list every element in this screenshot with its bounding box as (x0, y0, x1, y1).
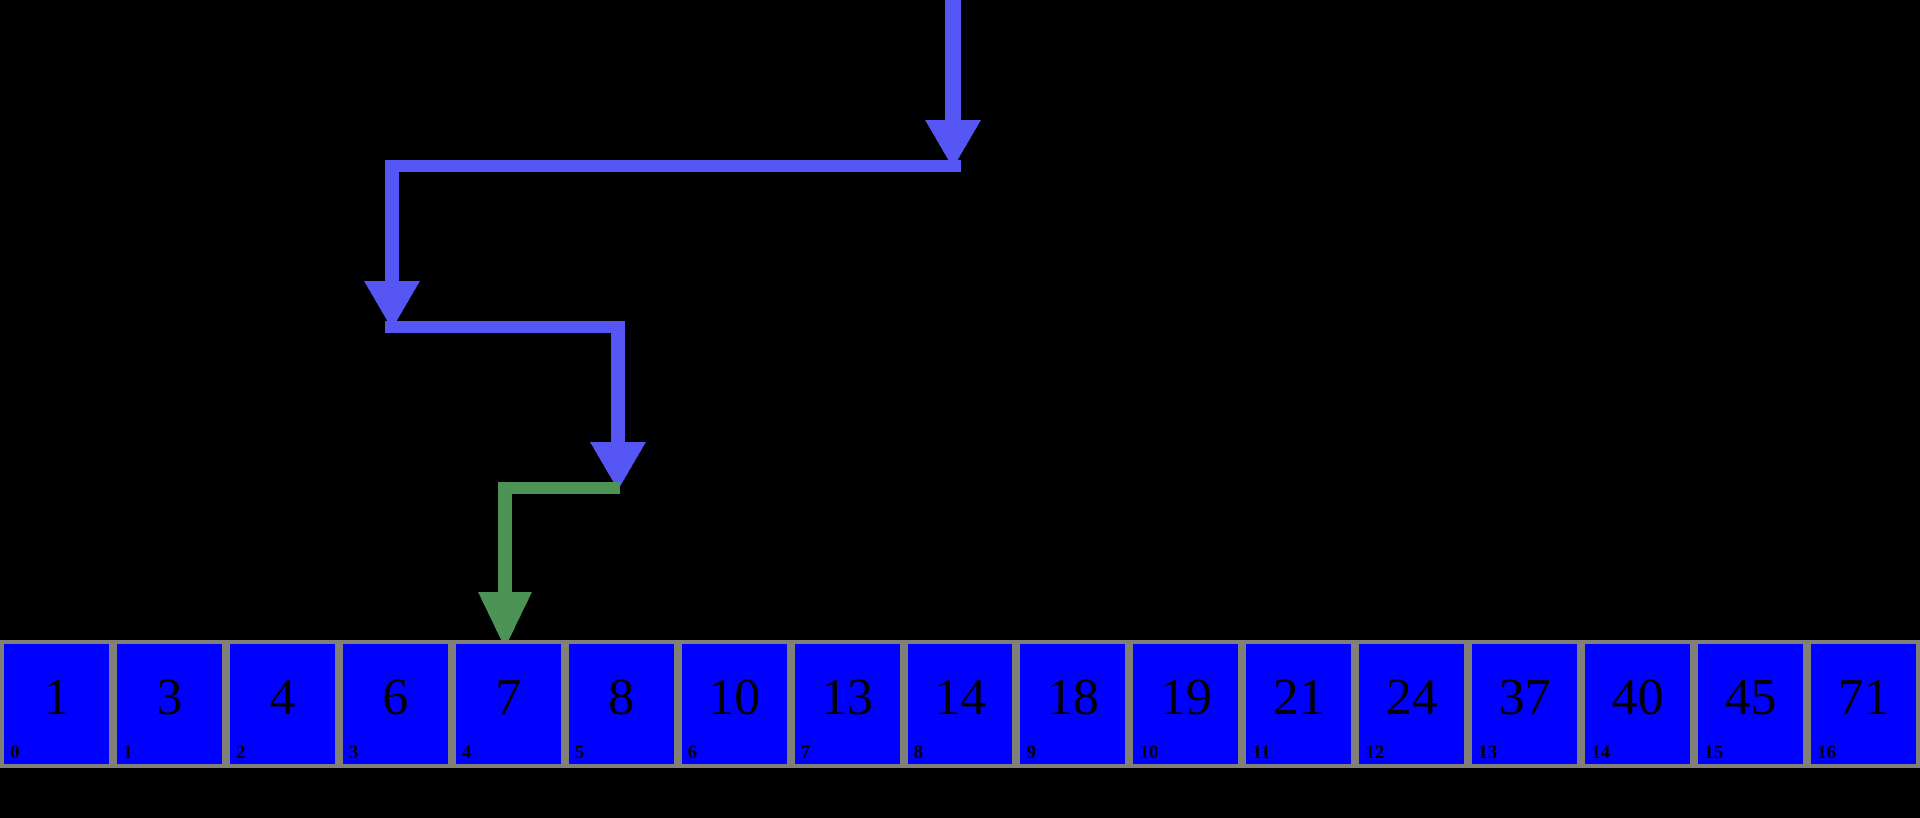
probe-2-horizontal-run (385, 321, 624, 333)
probe-3-arrow (590, 321, 646, 490)
probe-3-vertical-stem (611, 321, 625, 443)
array-cell-index: 3 (348, 742, 359, 763)
array-cell-value: 71 (1837, 669, 1890, 726)
array-cell-index: 0 (10, 742, 20, 763)
array-cell-value: 6 (382, 669, 409, 726)
array-cell-index: 5 (574, 742, 585, 763)
array-cell-value: 18 (1046, 669, 1099, 726)
array-cell-value: 10 (708, 669, 761, 726)
array-cell-index: 10 (1139, 742, 1159, 763)
array-cell-index: 15 (1704, 742, 1724, 763)
array-cell-value: 40 (1611, 669, 1664, 726)
array-cell-value: 13 (821, 669, 874, 726)
array-cell[interactable]: 13 7 (790, 644, 904, 764)
array-cell-value: 37 (1498, 669, 1551, 726)
probe-2-arrowhead (364, 281, 420, 329)
array-cell[interactable]: 18 9 (1016, 644, 1130, 764)
probe-3-arrowhead (590, 442, 646, 490)
array-cell-value: 14 (933, 669, 986, 726)
array-cell-value: 24 (1385, 669, 1438, 726)
array-cell-value: 7 (495, 669, 522, 726)
array-cell-value: 3 (156, 669, 183, 726)
array-cell-index: 4 (461, 742, 472, 763)
array-cell[interactable]: 10 6 (677, 644, 791, 764)
array-cell-index: 1 (122, 742, 133, 763)
array-cell-value: 8 (608, 669, 635, 726)
found-pointer-arrowhead (478, 592, 532, 648)
array-cell-index: 8 (913, 742, 924, 763)
array-cell-index: 6 (687, 742, 698, 763)
probe-1-arrowhead (925, 120, 981, 168)
array-cell-index: 13 (1478, 742, 1498, 763)
probe-2-arrow (364, 160, 624, 333)
probe-1-vertical-stem (945, 0, 961, 122)
array-cell-index: 14 (1591, 742, 1611, 763)
array-cell-value: 45 (1724, 669, 1777, 726)
array-cell[interactable]: 14 8 (903, 644, 1017, 764)
array-cell-value: 4 (269, 669, 296, 726)
array-cell-index: 7 (800, 742, 811, 763)
array-cell-index: 9 (1026, 742, 1036, 763)
array-cell-index: 2 (235, 742, 246, 763)
found-pointer-arrow (478, 482, 620, 648)
array-cell-index: 16 (1817, 742, 1836, 763)
array-cell-index: 12 (1365, 742, 1385, 763)
probe-1-horizontal-run (388, 160, 961, 172)
array-cell-value: 21 (1272, 669, 1325, 726)
array-cell-index: 11 (1252, 742, 1271, 763)
probe-1-arrow (388, 0, 981, 172)
found-pointer-horizontal-run (498, 482, 620, 494)
array-cell-value: 1 (43, 669, 70, 726)
found-pointer-vertical-stem (498, 482, 512, 600)
probe-2-vertical-stem (385, 160, 399, 282)
array-cell-value: 19 (1159, 669, 1212, 726)
